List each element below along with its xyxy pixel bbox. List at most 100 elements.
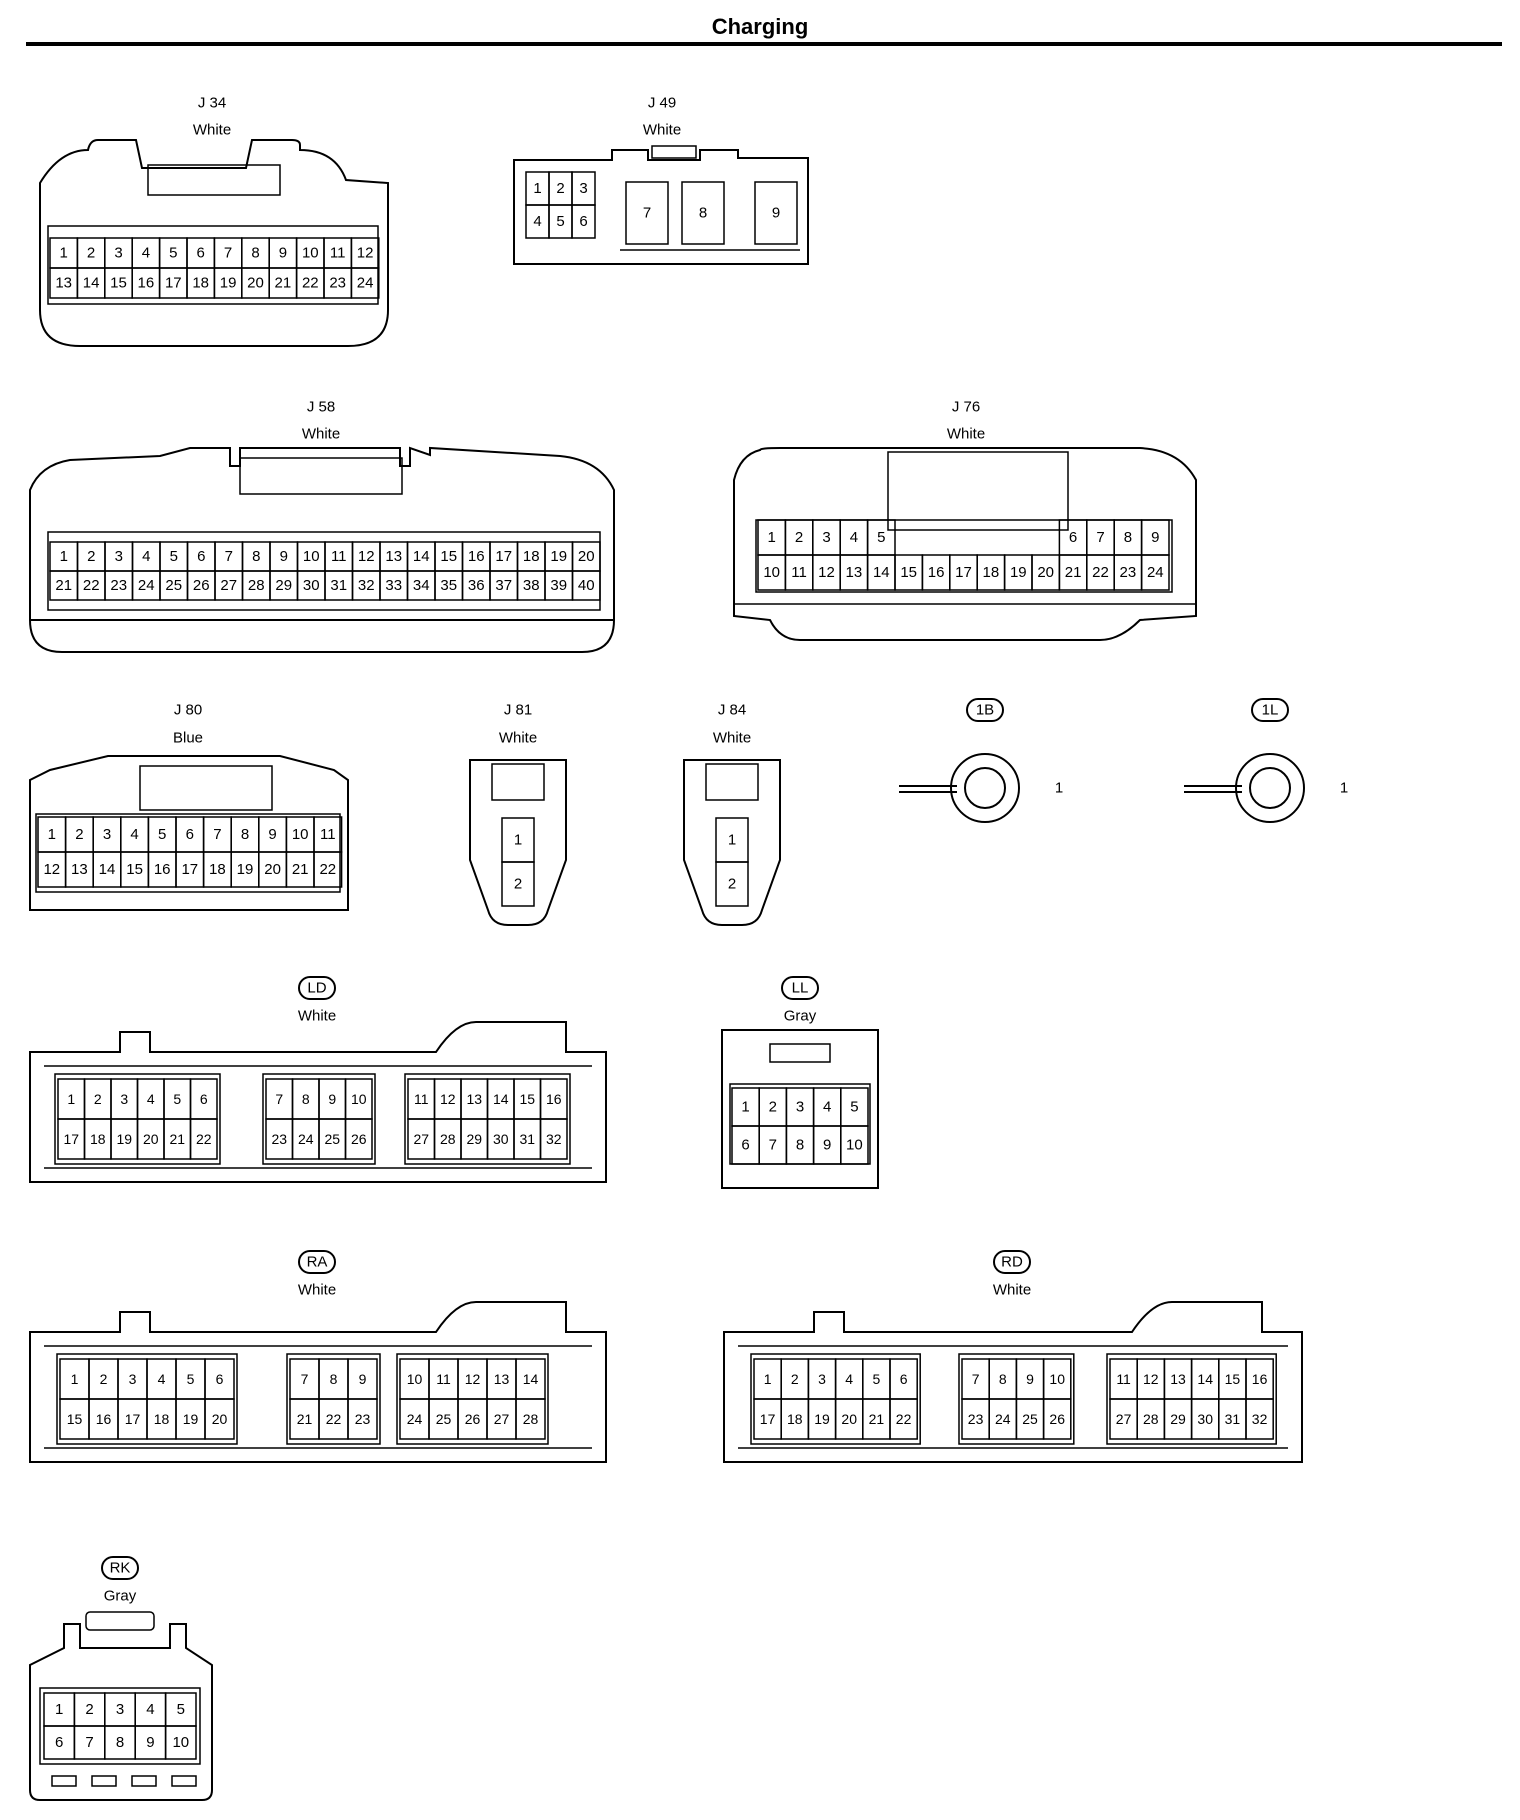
pin-number: 28 xyxy=(523,1411,539,1427)
pin-number: 23 xyxy=(329,275,346,292)
pin-number: 23 xyxy=(110,577,127,594)
pin-number: 32 xyxy=(1252,1411,1268,1427)
pin-number: 38 xyxy=(523,577,540,594)
pin-number: 11 xyxy=(791,564,807,581)
pin-number: 1 xyxy=(60,548,68,565)
ring-terminal-hole xyxy=(964,767,1006,809)
pin-number: 2 xyxy=(87,548,95,565)
pin-group-frame xyxy=(262,1073,376,1165)
pin-number: 17 xyxy=(181,861,198,878)
pin-number: 24 xyxy=(298,1131,314,1147)
pin-number: 1 xyxy=(533,180,541,197)
pin-number: 10 xyxy=(1049,1371,1065,1387)
pin-number: 1 xyxy=(1340,780,1348,797)
pin-number: 21 xyxy=(297,1411,313,1427)
pin-number: 2 xyxy=(85,1701,93,1718)
pin-number: 7 xyxy=(225,548,233,565)
pin-number: 11 xyxy=(436,1371,451,1387)
pin-number: 6 xyxy=(900,1371,908,1387)
pin-number: 3 xyxy=(796,1099,804,1116)
pin-number: 3 xyxy=(114,245,122,262)
pin-number: 37 xyxy=(495,577,512,594)
connector-name: LD xyxy=(307,980,326,997)
pin-number: 19 xyxy=(550,548,567,565)
pin-number: 22 xyxy=(319,861,336,878)
pin-number: 10 xyxy=(292,826,309,843)
connector-color: White xyxy=(298,1008,336,1025)
pin-number: 7 xyxy=(769,1137,777,1154)
pin-number: 16 xyxy=(96,1411,112,1427)
connector-badge-frame xyxy=(298,1250,336,1274)
pin-group-frame xyxy=(1106,1353,1277,1445)
latch xyxy=(239,457,403,495)
pin-number: 7 xyxy=(301,1371,309,1387)
pin-number: 30 xyxy=(1197,1411,1213,1427)
pin-number: 3 xyxy=(822,529,830,546)
pin-number: 27 xyxy=(494,1411,510,1427)
pin-number: 24 xyxy=(407,1411,423,1427)
connector-housing xyxy=(29,755,349,911)
pin-number: 31 xyxy=(1225,1411,1241,1427)
pin-cell xyxy=(571,570,601,601)
pin-number: 6 xyxy=(55,1734,63,1751)
pin-number: 16 xyxy=(154,861,171,878)
pin-number: 6 xyxy=(579,213,587,230)
connector-badge-frame xyxy=(1251,698,1289,722)
pin-number: 10 xyxy=(763,564,780,581)
pin-cell xyxy=(681,181,725,245)
pin-group-frame xyxy=(750,1353,921,1445)
pin-number: 20 xyxy=(264,861,281,878)
pin-cell xyxy=(313,851,343,888)
pin-number: 12 xyxy=(440,1091,456,1107)
connector-housing xyxy=(29,446,615,653)
pin-number: 29 xyxy=(466,1131,482,1147)
pin-number: 34 xyxy=(413,577,430,594)
pin-number: 5 xyxy=(556,213,564,230)
pin-number: 4 xyxy=(823,1099,831,1116)
pin-number: 2 xyxy=(795,529,803,546)
pin-number: 9 xyxy=(279,245,287,262)
pin-number: 30 xyxy=(303,577,320,594)
pin-number: 11 xyxy=(1116,1371,1131,1387)
pin-number: 21 xyxy=(1065,564,1082,581)
pin-number: 3 xyxy=(818,1371,826,1387)
pin-number: 6 xyxy=(186,826,194,843)
pin-number: 23 xyxy=(1120,564,1137,581)
pin-number: 12 xyxy=(465,1371,481,1387)
connector-name: LL xyxy=(792,980,809,997)
pin-number: 4 xyxy=(130,826,138,843)
pin-number: 9 xyxy=(1151,529,1159,546)
pin-number: 8 xyxy=(116,1734,124,1751)
pin-number: 20 xyxy=(1037,564,1054,581)
connector-housing xyxy=(723,1301,1303,1463)
pin-number: 1 xyxy=(514,832,522,849)
pin-number: 8 xyxy=(999,1371,1007,1387)
pin-number: 9 xyxy=(772,205,780,222)
terminal-slot xyxy=(91,1775,117,1787)
connector-badge-frame xyxy=(101,1556,139,1580)
connector-housing xyxy=(29,1301,607,1463)
pin-number: 5 xyxy=(177,1701,185,1718)
terminal-slot xyxy=(131,1775,157,1787)
pin-number: 5 xyxy=(877,529,885,546)
pin-number: 19 xyxy=(237,861,254,878)
pin-number: 7 xyxy=(972,1371,980,1387)
ring-terminal-hole xyxy=(1249,767,1291,809)
pin-number: 32 xyxy=(358,577,375,594)
pin-group-frame xyxy=(286,1353,381,1445)
pin-number: 17 xyxy=(125,1411,141,1427)
pin-number: 5 xyxy=(158,826,166,843)
connector-badge-frame xyxy=(993,1250,1031,1274)
latch xyxy=(769,1043,831,1063)
pin-number: 26 xyxy=(1049,1411,1065,1427)
pin-cell xyxy=(889,1398,918,1440)
pin-number: 31 xyxy=(330,577,347,594)
connector-name: 1B xyxy=(976,702,994,719)
connector-name: J 76 xyxy=(952,399,980,416)
